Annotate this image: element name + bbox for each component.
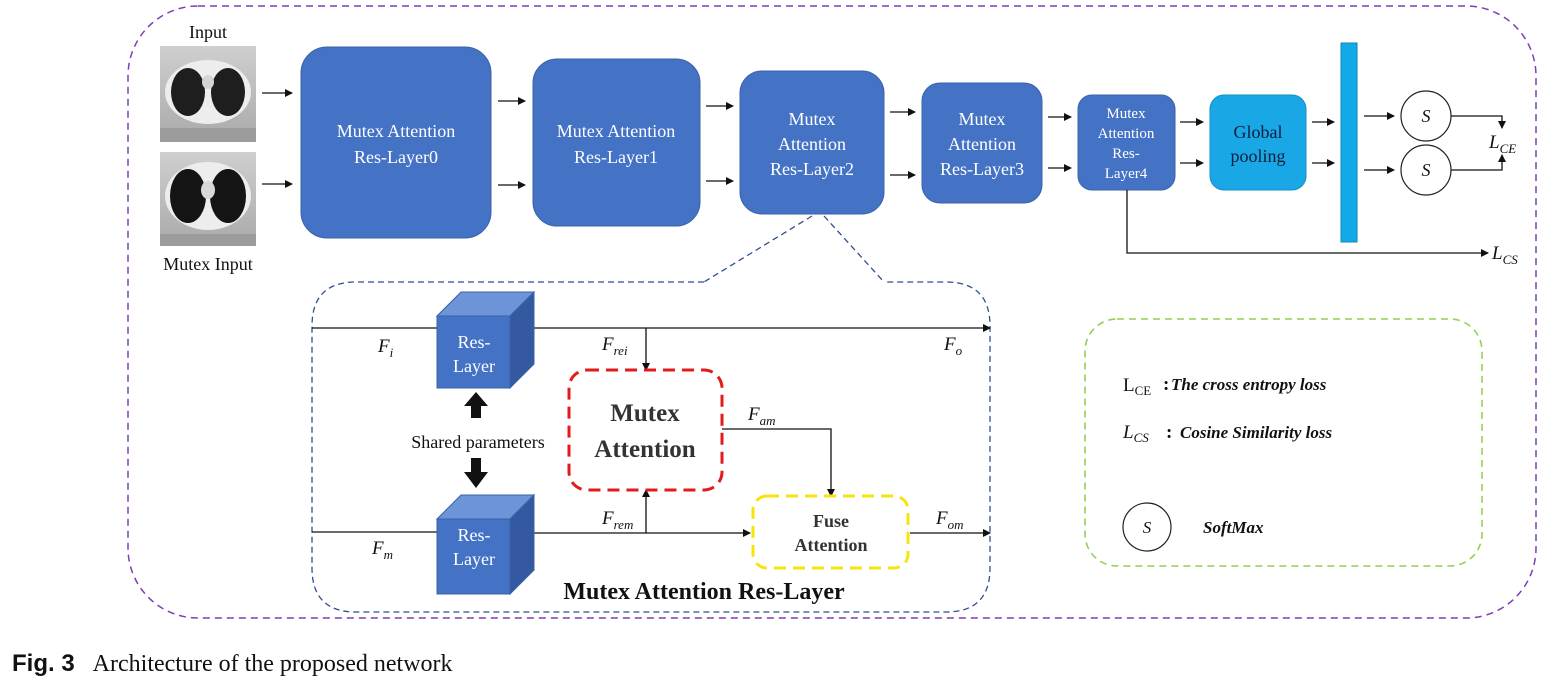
res-layer0-block	[300, 46, 492, 239]
res-layer1-label-line1: Mutex Attention	[557, 121, 676, 141]
feature-fo-label: Fo	[943, 334, 963, 358]
res-layer4-label-line3: Res-	[1112, 146, 1140, 162]
legend-cs-separator: :	[1166, 422, 1172, 443]
softmax-node-bottom-symbol: S	[1422, 160, 1431, 180]
outer-frame	[127, 5, 1537, 619]
detail-frame	[311, 281, 991, 613]
arrow-softmax-top-lce	[1451, 115, 1506, 129]
feature-frem-label: Frem	[601, 508, 633, 532]
res-layer-top-label-line2: Layer	[453, 356, 495, 376]
mutex-attention-label-line1: Mutex	[610, 400, 680, 427]
arrow-layer4-lcs	[1126, 190, 1489, 257]
loss-ce-label: LCE	[1488, 132, 1516, 156]
res-layer3-block	[921, 82, 1043, 204]
global-pooling-label-line2: pooling	[1230, 146, 1285, 166]
legend-cs-desc: Cosine Similarity loss	[1180, 423, 1332, 442]
figure-caption: Fig. 3 Architecture of the proposed netwo…	[12, 650, 453, 678]
res-layer4-label-line2: Attention	[1098, 126, 1155, 142]
feature-fm-label: Fm	[371, 538, 393, 562]
res-layer4-label-line1: Mutex	[1106, 106, 1146, 122]
res-layer3-label-line2: Attention	[948, 134, 1016, 154]
fuse-attention-label-line1: Fuse	[813, 511, 849, 531]
legend-cs-symbol: LCS	[1122, 422, 1149, 445]
legend-softmax-symbol: S	[1143, 518, 1152, 537]
res-layer4-label-line4: Layer4	[1105, 166, 1148, 182]
shared-arrow-down-icon	[464, 458, 488, 488]
fully-connected-bar	[1340, 42, 1358, 243]
figure-number: Fig. 3	[12, 650, 75, 677]
feature-fom-label: Fom	[935, 508, 964, 532]
legend-ce-symbol: LCE	[1123, 375, 1151, 398]
mutex-attention-box	[567, 368, 724, 492]
feature-fam-label: Fam	[747, 404, 776, 428]
detail-title: Mutex Attention Res-Layer	[563, 579, 845, 605]
figure-caption-text: Architecture of the proposed network	[92, 651, 453, 677]
legend-softmax-desc: SoftMax	[1203, 518, 1264, 537]
res-layer0-label-line1: Mutex Attention	[337, 121, 456, 141]
legend-box	[1084, 318, 1483, 567]
res-layer3-label-line3: Res-Layer3	[940, 159, 1024, 179]
res-layer1-block	[532, 58, 701, 227]
arrow-fam-fuse	[722, 428, 835, 497]
input-label: Input	[189, 22, 227, 42]
legend-ce-desc: The cross entropy loss	[1171, 375, 1327, 394]
res-layer-top-label-line1: Res-	[458, 332, 491, 352]
feature-frei-label: Frei	[601, 334, 628, 358]
arrow-softmax-bottom-lce	[1451, 154, 1506, 171]
mutex-input-ct-image	[160, 152, 256, 246]
feature-fi-label: Fi	[377, 336, 394, 360]
global-pooling-block	[1209, 94, 1307, 191]
mutex-attention-label-line2: Attention	[594, 436, 695, 463]
res-layer2-label-line3: Res-Layer2	[770, 159, 854, 179]
res-layer2-label-line2: Attention	[778, 134, 846, 154]
shared-parameters-label: Shared parameters	[411, 432, 544, 452]
legend-ce-separator: :	[1163, 374, 1169, 395]
res-layer-bottom-label-line2: Layer	[453, 549, 495, 569]
shared-arrow-up-icon	[464, 392, 488, 418]
res-layer-cube-top	[435, 290, 536, 390]
loss-cs-label: LCS	[1491, 243, 1518, 267]
detail-connector-left	[703, 215, 813, 283]
global-pooling-label-line1: Global	[1234, 122, 1283, 142]
legend-softmax-icon	[1122, 502, 1172, 552]
res-layer0-label-line2: Res-Layer0	[354, 147, 438, 167]
fuse-attention-box	[751, 494, 910, 570]
res-layer-cube-bottom	[435, 493, 536, 596]
res-layer2-block	[739, 70, 885, 215]
softmax-node-top-symbol: S	[1422, 106, 1431, 126]
res-layer2-label-line1: Mutex	[789, 109, 836, 129]
res-layer-bottom-label-line1: Res-	[458, 525, 491, 545]
mutex-input-label: Mutex Input	[163, 254, 253, 274]
res-layer1-label-line2: Res-Layer1	[574, 147, 658, 167]
detail-connector-right	[823, 215, 885, 283]
res-layer3-label-line1: Mutex	[959, 109, 1006, 129]
input-ct-image	[160, 46, 256, 142]
fuse-attention-label-line2: Attention	[795, 535, 868, 555]
